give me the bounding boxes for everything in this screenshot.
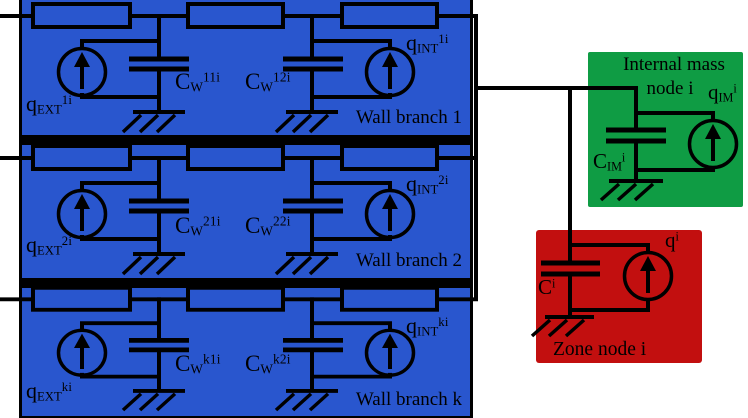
sym-base: C [245,69,261,94]
sym-base: q [26,91,37,116]
zone-wires [545,243,650,319]
sym-sub: W [260,361,273,377]
capacitor-icon [541,260,600,277]
label-q-ext-1: qEXT1i [26,93,72,116]
sym-base: C [593,149,608,173]
sym-base: q [406,171,417,196]
sym-base: C [175,213,191,238]
sym-base: C [175,69,191,94]
label-q-ext-2: qEXT2i [26,234,72,257]
current-source-icon [687,118,739,170]
label-cwk2: CWk2i [245,352,291,376]
sym-sub: EXT [37,102,62,117]
label-cw22: CW22i [245,214,291,238]
zone-bus-wire [474,14,638,301]
label-c-zone: Ci [538,277,556,298]
sym-base: C [538,275,553,299]
sym-base: q [26,232,37,257]
arrow-head [705,124,721,139]
label-cwk1: CWk1i [175,352,221,376]
sym-sub: EXT [37,243,62,258]
sym-base: q [708,80,719,104]
current-source-icon [622,250,674,302]
sym-sub: IM [718,90,734,105]
label-q-zone: qi [665,230,679,251]
sym-sub: IM [607,159,622,174]
sym-sup: 12i [272,69,291,85]
label-c-im: CIMi [593,151,626,173]
label-q-int-1: qINT1i [406,32,449,55]
sym-sub: INT [417,182,439,197]
sym-sub: W [260,79,273,95]
sym-sup: 2i [438,172,449,187]
sym-sup: 22i [272,213,291,229]
label-q-int-2: qINT2i [406,173,449,196]
label-cw21: CW21i [175,214,221,238]
ground-icon [599,182,655,202]
sym-base: q [26,378,37,403]
zone-title: Zone node i [553,339,647,360]
capacitor-icon [606,127,666,144]
sym-sup: i [621,150,626,165]
sym-base: q [406,30,417,55]
ground-icon [530,318,586,338]
sym-base: C [175,351,191,376]
sym-sup: 11i [202,69,221,85]
label-q-ext-k: qEXTki [26,380,72,403]
internal-mass-wires [609,86,715,183]
sym-sub: EXT [37,389,62,404]
sym-sup: k2i [272,351,291,367]
sym-sup: 1i [61,92,73,107]
sym-base: q [406,313,417,338]
sym-sup: ki [61,379,73,394]
sym-base: q [665,228,676,252]
wall-branch-1-title: Wall branch 1 [355,107,462,128]
sym-sup: i [733,81,738,96]
internal-mass-title-line2: node i [646,78,694,99]
sym-sup: ki [438,314,449,329]
internal-mass-title-line1: Internal mass [623,54,725,75]
sym-sup: i [552,276,556,291]
sym-sub: INT [417,324,439,339]
wall-branch-2-title: Wall branch 2 [355,250,462,271]
sym-sup: 21i [202,213,221,229]
sym-sup: i [675,229,680,244]
label-cw12: CW12i [245,70,291,94]
sym-sup: k1i [202,351,221,367]
label-cw11: CW11i [175,70,220,94]
sym-sub: W [190,79,203,95]
sym-sup: 1i [438,31,449,46]
wall-branch-k-title: Wall branch k [355,389,462,410]
sym-base: C [245,213,261,238]
sym-base: C [245,351,261,376]
label-q-im: qIMi [708,82,737,104]
sym-sub: W [190,361,203,377]
sym-sup: 2i [61,233,73,248]
sym-sub: INT [417,41,439,56]
label-q-int-k: qINTki [406,315,449,338]
arrow-head [640,256,656,271]
sym-sub: W [260,223,273,239]
sym-sub: W [190,223,203,239]
